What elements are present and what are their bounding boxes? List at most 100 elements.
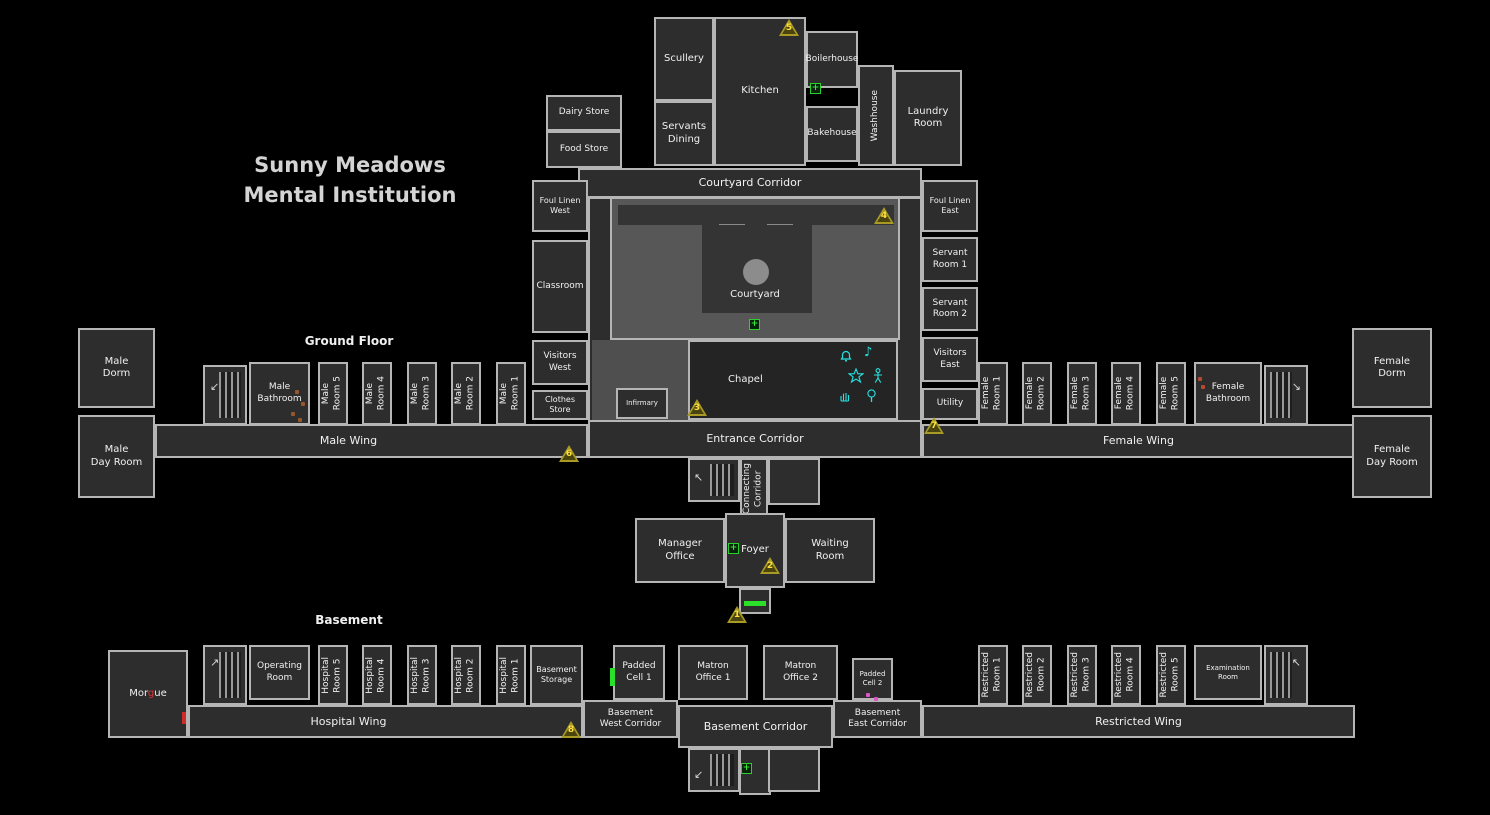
room-examination-room: Examination Room	[1194, 645, 1262, 700]
room-male-bathroom: Male Bathroom	[249, 362, 310, 425]
label: Restricted Room 5	[1159, 652, 1181, 698]
room-female-room-1: Female Room 1	[978, 362, 1008, 425]
label: Laundry Room	[907, 105, 949, 130]
label: Hospital Room 3	[410, 656, 432, 694]
label: Basement Corridor	[703, 719, 808, 733]
room-padded-cell-2: Padded Cell 2	[852, 658, 893, 701]
courtyard-structure	[702, 225, 812, 313]
label: Restricted Room 4	[1114, 652, 1136, 698]
map-marker-5[interactable]: 5	[779, 19, 799, 36]
label: Courtyard	[730, 289, 780, 300]
room-restricted-room-5: Restricted Room 5	[1156, 645, 1186, 705]
bathroom-fixture-dot	[1201, 385, 1205, 389]
room-hospital-room-4: Hospital Room 4	[362, 645, 392, 705]
bell-icon	[840, 350, 852, 362]
label: Female Room 1	[981, 376, 1003, 411]
label: Female Day Room	[1366, 444, 1418, 468]
label: Hospital Wing	[310, 714, 387, 728]
label: Matron Office 1	[695, 661, 731, 683]
label: Clothes Store	[545, 395, 575, 414]
label: Hospital Room 2	[454, 656, 476, 694]
label: Male Room 5	[321, 376, 343, 411]
room-hospital-room-2: Hospital Room 2	[451, 645, 481, 705]
label: Male Dorm	[102, 355, 131, 380]
room-male-dorm: Male Dorm	[78, 328, 155, 408]
room-restricted-room-3: Restricted Room 3	[1067, 645, 1097, 705]
label: Manager Office	[658, 538, 702, 562]
room-washhouse: Washhouse	[858, 65, 894, 166]
map-marker-3[interactable]: 3	[687, 399, 707, 416]
label: Visitors East	[933, 348, 967, 370]
label: Male Room 4	[365, 376, 387, 411]
room-entrance-corridor: Entrance Corridor	[588, 420, 922, 458]
label: Male Wing	[319, 434, 378, 448]
stairs-icon	[710, 754, 734, 786]
label: Hospital Room 4	[365, 656, 387, 694]
label: Morgue	[129, 687, 167, 699]
label: Restricted Room 2	[1025, 652, 1047, 698]
room-courtyard: Courtyard	[610, 197, 900, 340]
label: Basement West Corridor	[599, 707, 662, 729]
monkey-paw-icon	[839, 390, 851, 402]
marker-number: 2	[766, 561, 774, 571]
label: Female Bathroom	[1205, 382, 1251, 404]
room-hospital-room-5: Hospital Room 5	[318, 645, 348, 705]
stairwell-basement-center: ↙	[688, 748, 740, 792]
map-marker-4[interactable]: 4	[874, 207, 894, 224]
map-marker-1[interactable]: 1	[727, 606, 747, 623]
room-foul-linen-east: Foul Linen East	[922, 180, 978, 232]
label: Connecting Corridor	[742, 463, 764, 515]
map-marker-2[interactable]: 2	[760, 557, 780, 574]
cell-marker-dot	[874, 697, 878, 701]
label: Basement East Corridor	[848, 707, 907, 729]
bathroom-fixture-dot	[298, 418, 302, 422]
room-basement-corridor: Basement Corridor	[678, 705, 833, 748]
bathroom-fixture-dot	[295, 390, 299, 394]
room-male-room-2: Male Room 2	[451, 362, 481, 425]
bathroom-fixture-dot	[1198, 377, 1202, 381]
label: Foul Linen West	[539, 196, 581, 215]
label: Female Dorm	[1373, 355, 1411, 380]
front-door-open-indicator	[744, 601, 766, 606]
stairs-icon	[219, 652, 241, 698]
room-classroom: Classroom	[532, 240, 588, 333]
marker-number: 5	[785, 23, 793, 33]
stairs-arrow-icon: ↙	[210, 380, 220, 393]
fuse-box-icon: +	[741, 763, 752, 774]
map-marker-7[interactable]: 7	[924, 417, 944, 434]
room-scullery: Scullery	[654, 17, 714, 101]
room-padded-cell-1: Padded Cell 1	[613, 645, 665, 700]
label: Examination Room	[1206, 663, 1250, 681]
room-male-day-room: Male Day Room	[78, 415, 155, 498]
label: Female Room 5	[1159, 376, 1181, 411]
morgue-accent-letter: g	[147, 687, 155, 699]
map-marker-8[interactable]: 8	[561, 721, 581, 738]
label: Infirmary	[626, 399, 658, 408]
room-female-room-5: Female Room 5	[1156, 362, 1186, 425]
marker-number: 7	[930, 421, 938, 431]
voodoo-doll-icon	[873, 368, 883, 384]
label: Foul Linen East	[929, 196, 971, 215]
room-courtyard-corridor: Courtyard Corridor	[578, 168, 922, 198]
label: Matron Office 2	[783, 661, 818, 683]
fuse-box-icon: +	[810, 83, 821, 94]
fuse-glyph: +	[742, 763, 751, 773]
label: Restricted Room 3	[1070, 652, 1092, 698]
room-visitors-east: Visitors East	[922, 337, 978, 382]
label: Foyer	[741, 544, 769, 556]
room-kitchen: Kitchen	[714, 17, 806, 166]
fuse-box-icon: +	[749, 319, 760, 330]
room-male-wing-corridor: Male Wing	[155, 424, 588, 458]
map-marker-6[interactable]: 6	[559, 445, 579, 462]
label: Restricted Wing	[1095, 714, 1182, 728]
label: Operating Room	[257, 661, 302, 683]
stairs-icon	[1270, 372, 1292, 418]
room-hospital-wing-corridor: Hospital Wing	[188, 705, 583, 738]
room-food-store: Food Store	[546, 131, 622, 168]
room-dairy-store: Dairy Store	[546, 95, 622, 131]
stairwell-hospital-wing: ↗	[203, 645, 247, 705]
label: Female Room 3	[1070, 376, 1092, 411]
label: Scullery	[664, 52, 704, 64]
bathroom-fixture-dot	[291, 412, 295, 416]
